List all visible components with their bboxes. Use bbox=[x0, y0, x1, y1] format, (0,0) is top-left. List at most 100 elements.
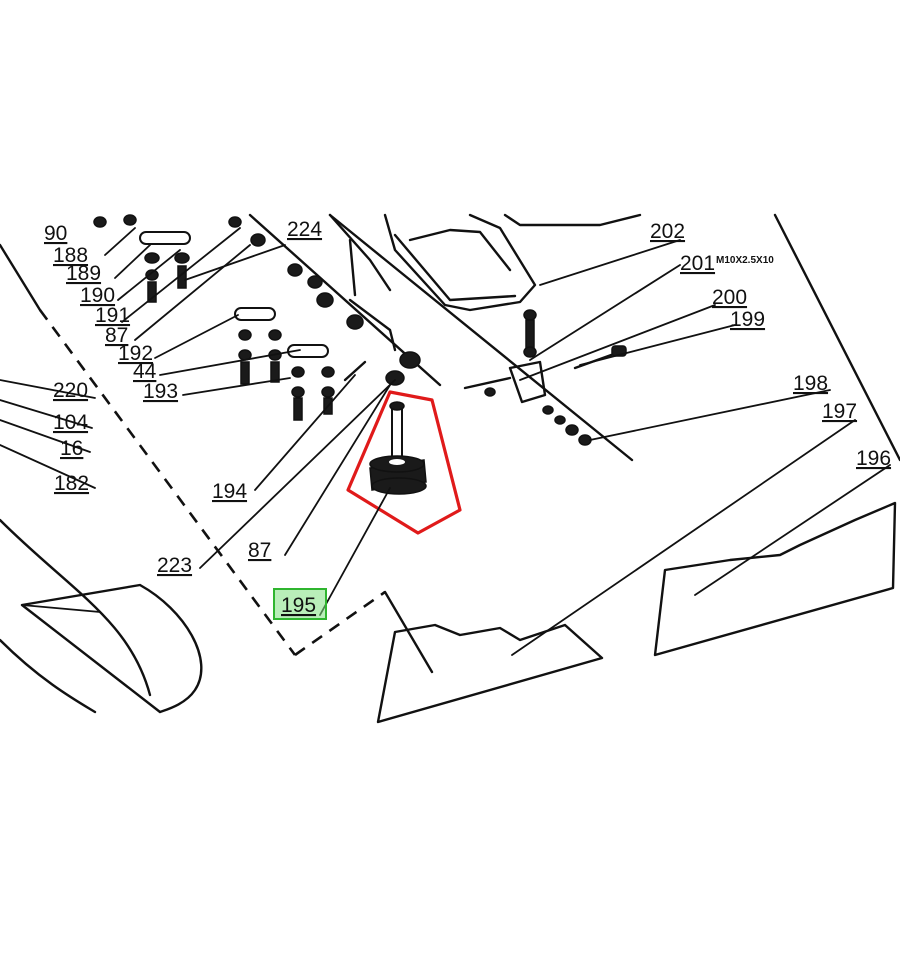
leader-line-196 bbox=[694, 464, 891, 596]
plate-curve-left-inner bbox=[0, 638, 97, 714]
nut-part bbox=[484, 387, 496, 397]
frame-lines bbox=[0, 213, 900, 674]
nut-part bbox=[346, 314, 364, 330]
label-90: 90 bbox=[44, 222, 67, 245]
lower-parts bbox=[0, 501, 897, 724]
leader-line bbox=[184, 244, 286, 281]
bolt-part bbox=[525, 319, 535, 349]
nut-part bbox=[316, 292, 334, 308]
label-190: 190 bbox=[80, 284, 115, 307]
label-201-note: M10X2.5X10 bbox=[716, 255, 774, 266]
leader-line-104 bbox=[0, 399, 93, 429]
label-220: 220 bbox=[53, 379, 88, 402]
leader-line-202 bbox=[539, 239, 681, 286]
leader-line-200 bbox=[519, 304, 716, 381]
label-200: 200 bbox=[712, 286, 747, 309]
label-193: 193 bbox=[143, 380, 178, 403]
nut-part bbox=[291, 386, 305, 398]
nut-part bbox=[307, 275, 323, 289]
nut-part bbox=[542, 405, 554, 415]
nut-part bbox=[399, 351, 421, 369]
leader-lines bbox=[0, 227, 891, 656]
housing-arm bbox=[348, 298, 397, 352]
nut-part bbox=[145, 269, 159, 281]
label-199: 199 bbox=[730, 308, 765, 331]
bracket-part bbox=[508, 360, 547, 404]
nut-part bbox=[523, 346, 537, 358]
label-104: 104 bbox=[53, 411, 88, 434]
hardware-cluster-right bbox=[463, 309, 627, 446]
screw-shaft bbox=[391, 404, 403, 464]
label-224: 224 bbox=[287, 218, 322, 241]
bolt-part bbox=[147, 281, 157, 303]
left-frame-edge bbox=[0, 243, 42, 312]
housing-inner bbox=[393, 233, 517, 302]
nut-part bbox=[523, 309, 537, 321]
label-182: 182 bbox=[54, 472, 89, 495]
label-201: 201 bbox=[680, 252, 715, 275]
hardware-cluster-left bbox=[93, 214, 421, 421]
nut-part bbox=[291, 366, 305, 378]
leader-line-198 bbox=[589, 389, 831, 441]
bolt-part bbox=[270, 361, 280, 383]
washer-part bbox=[287, 344, 329, 358]
nut-part bbox=[565, 424, 579, 436]
main-diagonal-line bbox=[328, 213, 634, 462]
label-87-top: 87 bbox=[105, 324, 128, 347]
label-87: 87 bbox=[248, 539, 271, 562]
part-195-screw bbox=[369, 401, 427, 495]
label-198: 198 bbox=[793, 372, 828, 395]
leader-line-220 bbox=[0, 379, 96, 399]
leader-line-199 bbox=[579, 324, 736, 366]
nut-part bbox=[287, 263, 303, 277]
leader-line-87 bbox=[284, 384, 391, 556]
label-192: 192 bbox=[118, 342, 153, 365]
label-195: 195 bbox=[281, 594, 316, 617]
label-196: 196 bbox=[856, 447, 891, 470]
pointer-line bbox=[383, 590, 434, 674]
nut-part bbox=[321, 386, 335, 398]
housing-edge bbox=[328, 213, 392, 292]
pin-part bbox=[343, 360, 367, 382]
leader-line-197 bbox=[511, 419, 856, 656]
leader-line-16 bbox=[0, 419, 91, 453]
leader-line-223 bbox=[199, 379, 396, 569]
leader-line bbox=[104, 227, 136, 256]
highlighted-part-outline bbox=[346, 390, 462, 535]
nut-part bbox=[174, 252, 190, 264]
label-197: 197 bbox=[822, 400, 857, 423]
nut-part bbox=[385, 370, 405, 386]
leader-line-201 bbox=[529, 264, 681, 361]
leader-line bbox=[114, 244, 151, 279]
housing-slot bbox=[408, 228, 512, 272]
leader-line bbox=[154, 314, 239, 359]
washer-part bbox=[139, 231, 191, 245]
label-16: 16 bbox=[60, 437, 83, 460]
washer-part bbox=[234, 307, 276, 321]
screw-tip bbox=[389, 401, 405, 411]
nut-part bbox=[144, 252, 160, 264]
leader-line bbox=[117, 249, 181, 301]
leader-line bbox=[134, 244, 251, 341]
plate-edge bbox=[21, 604, 101, 613]
leader-line bbox=[182, 377, 291, 396]
leader-line-194 bbox=[254, 374, 356, 491]
label-44: 44 bbox=[133, 360, 157, 383]
leader-line-182 bbox=[0, 444, 96, 489]
leader-line-195 bbox=[319, 487, 391, 616]
label-191: 191 bbox=[95, 304, 130, 327]
plate-part bbox=[20, 583, 203, 714]
leader-line bbox=[159, 349, 301, 376]
nut-part bbox=[228, 216, 242, 228]
right-frame-edge bbox=[773, 213, 900, 462]
rod-part bbox=[463, 376, 512, 390]
nut-part bbox=[321, 366, 335, 378]
housing-body bbox=[383, 213, 537, 312]
knob-hole bbox=[389, 459, 405, 465]
label-223: 223 bbox=[157, 554, 192, 577]
nut-part bbox=[238, 329, 252, 341]
housing-post bbox=[348, 238, 357, 297]
nut-part bbox=[554, 415, 566, 425]
label-194: 194 bbox=[212, 480, 247, 503]
